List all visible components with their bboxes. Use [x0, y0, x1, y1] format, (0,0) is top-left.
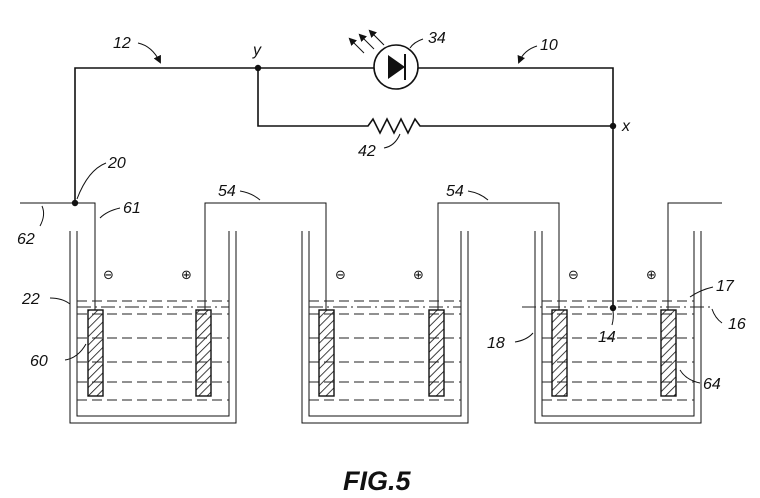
node-14-dot [609, 304, 617, 312]
electrode-negative [551, 309, 568, 397]
leader-60 [64, 343, 87, 361]
electrode-positive [195, 309, 212, 397]
label-12: 12 [113, 35, 131, 52]
tank-outer [69, 231, 237, 424]
electrode-negative [87, 309, 104, 397]
node-x-dot [609, 122, 617, 130]
label-y: y [252, 42, 262, 59]
leader-17 [689, 286, 714, 298]
leader-18 [514, 332, 534, 343]
cell-left: ⊖ ⊕ [69, 231, 237, 424]
label-42: 42 [358, 143, 376, 160]
label-54-right: 54 [446, 183, 464, 200]
figure-caption: FIG.5 [343, 466, 411, 496]
circuit [20, 64, 617, 312]
leader-lines [39, 38, 723, 384]
tank-inner [76, 231, 230, 417]
left-terminal-wire [20, 202, 96, 310]
leader-22 [49, 297, 71, 305]
leader-54b [467, 190, 489, 201]
cell-right: ⊖ ⊕ [522, 231, 710, 424]
electrode-negative [318, 309, 335, 397]
label-64: 64 [703, 376, 721, 393]
electrode-positive [428, 309, 445, 397]
minus-sign: ⊖ [568, 268, 579, 283]
plus-sign: ⊕ [646, 268, 657, 283]
leader-10 [517, 45, 538, 64]
tank-inner [541, 231, 695, 417]
cell-middle: ⊖ ⊕ [301, 231, 469, 424]
led [348, 29, 419, 90]
resistor-branch-wire [257, 68, 613, 135]
led-triangle [388, 55, 405, 79]
leader-54a [239, 190, 261, 201]
right-terminal-wire [667, 202, 722, 310]
leader-20 [76, 162, 107, 200]
light-arrows-icon [348, 29, 385, 54]
node-20-dot [71, 199, 79, 207]
leader-14 [611, 310, 614, 326]
tank-inner [308, 231, 462, 417]
connector-54-left [204, 202, 327, 310]
label-18: 18 [487, 335, 505, 352]
label-14: 14 [598, 329, 616, 346]
leader-34 [409, 38, 424, 49]
label-20: 20 [107, 155, 126, 172]
connector-54-right [437, 202, 560, 310]
minus-sign: ⊖ [335, 268, 346, 283]
label-34: 34 [428, 30, 446, 47]
minus-sign: ⊖ [103, 268, 114, 283]
label-x: x [621, 118, 631, 135]
leader-64 [679, 369, 701, 384]
main-wire [74, 67, 614, 305]
label-10: 10 [540, 37, 558, 54]
leader-61 [99, 207, 121, 219]
leader-16 [711, 308, 723, 324]
plus-sign: ⊕ [181, 268, 192, 283]
label-62: 62 [17, 231, 35, 248]
tank-outer [534, 231, 702, 424]
label-22: 22 [21, 291, 40, 308]
leader-62 [39, 205, 45, 227]
label-54-left: 54 [218, 183, 236, 200]
label-16: 16 [728, 316, 746, 333]
leader-12 [137, 42, 161, 64]
label-60: 60 [30, 353, 48, 370]
leader-42 [383, 133, 401, 149]
label-17: 17 [716, 278, 735, 295]
label-61: 61 [123, 200, 141, 217]
plus-sign: ⊕ [413, 268, 424, 283]
electrode-positive [660, 309, 677, 397]
tank-outer [301, 231, 469, 424]
node-y-dot [254, 64, 262, 72]
